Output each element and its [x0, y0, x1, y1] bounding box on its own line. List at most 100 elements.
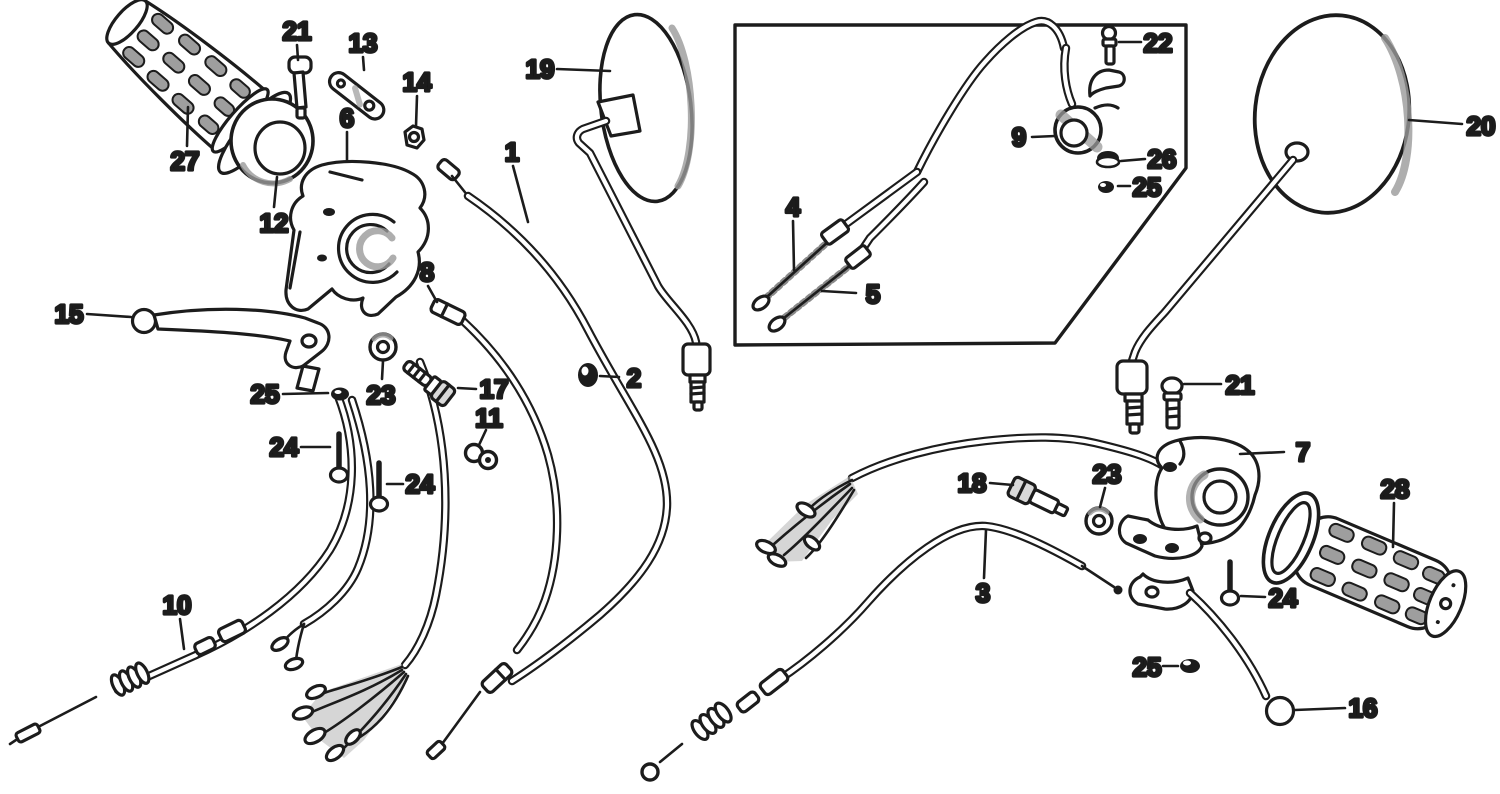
left-mirror-19 — [572, 12, 712, 412]
callout-25-inset: 25 — [1116, 170, 1163, 204]
screw-24-right — [1219, 559, 1241, 607]
right-grip-28 — [1261, 491, 1468, 639]
callout-23-left: 23 — [365, 359, 397, 412]
svg-text:28: 28 — [1381, 474, 1410, 504]
screw-22 — [1100, 24, 1118, 66]
callout-12: 12 — [258, 175, 290, 240]
svg-text:25: 25 — [1133, 172, 1162, 202]
svg-text:25: 25 — [1133, 652, 1162, 682]
svg-text:22: 22 — [1144, 28, 1173, 58]
throttle-cable-1 — [425, 158, 672, 761]
callout-8: 8 — [418, 255, 439, 304]
svg-text:26: 26 — [1148, 144, 1177, 174]
callout-22: 22 — [1117, 26, 1174, 60]
nut-14 — [403, 124, 426, 150]
callout-17: 17 — [456, 372, 510, 406]
svg-text:3: 3 — [976, 578, 990, 608]
callout-6: 6 — [338, 101, 356, 162]
wire-harness-right — [755, 433, 1168, 568]
clutch-lever-15 — [130, 307, 331, 393]
grommet-2 — [578, 363, 598, 387]
nut-23-left — [368, 332, 398, 362]
svg-text:27: 27 — [171, 146, 200, 176]
brake-lever-16 — [1128, 572, 1296, 727]
svg-text:10: 10 — [163, 590, 192, 620]
svg-text:16: 16 — [1349, 693, 1378, 723]
callout-23-right: 23 — [1091, 457, 1123, 509]
cable-8 — [429, 298, 562, 655]
callout-24-right: 24 — [1239, 581, 1300, 615]
bolt-17 — [402, 360, 457, 408]
callout-26: 26 — [1119, 142, 1178, 176]
callout-16: 16 — [1293, 691, 1379, 725]
choke-cables-4-5 — [751, 16, 1069, 333]
callout-24-left-b: 24 — [385, 467, 437, 501]
callout-21-left: 21 — [281, 14, 313, 62]
callout-15: 15 — [53, 297, 133, 331]
svg-text:7: 7 — [1296, 437, 1310, 467]
svg-text:11: 11 — [475, 403, 503, 433]
callout-21-right: 21 — [1182, 368, 1256, 402]
wire-harness-left — [291, 357, 450, 763]
screw-24-left-a — [328, 431, 350, 484]
svg-text:19: 19 — [526, 54, 555, 84]
callout-10: 10 — [161, 588, 193, 651]
svg-text:21: 21 — [1226, 370, 1255, 400]
bracket-13 — [327, 71, 386, 121]
wire-pair-left — [270, 395, 375, 672]
callout-18: 18 — [956, 466, 1015, 500]
brake-cable-3 — [640, 521, 1123, 782]
svg-text:5: 5 — [866, 279, 880, 309]
right-mirror-20 — [1115, 13, 1413, 435]
rings-11 — [463, 442, 499, 471]
callout-3: 3 — [974, 528, 992, 610]
svg-text:1: 1 — [505, 137, 519, 167]
cable-10 — [8, 391, 357, 746]
callout-20: 20 — [1407, 109, 1497, 143]
lower-clamp-7 — [1117, 514, 1213, 560]
inset-box-border — [733, 23, 1188, 347]
washer-25-right — [1180, 659, 1200, 673]
callout-28: 28 — [1379, 472, 1411, 549]
svg-text:18: 18 — [958, 468, 987, 498]
svg-text:8: 8 — [420, 257, 434, 287]
screw-21-left — [287, 55, 313, 120]
svg-text:4: 4 — [786, 192, 801, 222]
callout-1: 1 — [503, 135, 530, 224]
callout-25-left: 25 — [249, 377, 330, 411]
svg-text:12: 12 — [260, 208, 289, 238]
choke-lever-unit-9 — [1053, 43, 1126, 155]
svg-text:24: 24 — [406, 469, 435, 499]
svg-text:23: 23 — [1093, 459, 1122, 489]
callout-19: 19 — [524, 52, 612, 86]
svg-text:17: 17 — [480, 374, 509, 404]
svg-text:25: 25 — [251, 379, 280, 409]
callout-25-right: 25 — [1131, 650, 1180, 684]
callout-24-left-a: 24 — [268, 430, 332, 464]
svg-text:13: 13 — [349, 28, 378, 58]
svg-text:20: 20 — [1467, 111, 1496, 141]
svg-text:6: 6 — [340, 103, 354, 133]
washer-25-left — [331, 387, 349, 401]
svg-text:14: 14 — [403, 67, 432, 97]
svg-text:2: 2 — [627, 363, 641, 393]
nut-26 — [1095, 151, 1121, 169]
switch-housing-6 — [284, 159, 430, 317]
svg-text:24: 24 — [270, 432, 299, 462]
svg-text:24: 24 — [1269, 583, 1298, 613]
screw-24-left-b — [368, 460, 390, 513]
svg-text:9: 9 — [1012, 122, 1026, 152]
svg-text:15: 15 — [55, 299, 84, 329]
callouts: 27 21 13 14 6 12 19 1 15 8 25 23 17 11 2… — [53, 14, 1497, 725]
washer-25-inset — [1098, 181, 1114, 193]
callout-7: 7 — [1238, 435, 1312, 469]
callout-2: 2 — [598, 361, 643, 395]
callout-11: 11 — [474, 401, 504, 447]
callout-5: 5 — [820, 277, 882, 311]
callout-4: 4 — [784, 190, 802, 272]
throttle-ring-12 — [229, 97, 315, 187]
callout-13: 13 — [347, 26, 379, 72]
screw-21-right — [1160, 376, 1184, 430]
